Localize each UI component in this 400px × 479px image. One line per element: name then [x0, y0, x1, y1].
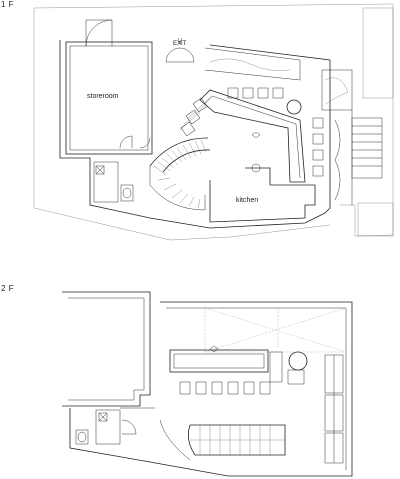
kitchen-wall	[209, 167, 316, 223]
entrance-steps	[351, 117, 383, 179]
exit-door	[165, 47, 195, 63]
bar-counter-edge	[204, 95, 301, 179]
stair-outer	[149, 137, 209, 167]
corridor-door	[119, 135, 133, 149]
stools-2f	[179, 381, 271, 395]
stair-lower	[149, 166, 206, 211]
corridor-door-2	[139, 137, 151, 149]
storeroom-wall	[65, 41, 153, 155]
round-column-2f	[288, 351, 308, 371]
toilet-sink	[95, 165, 105, 175]
site-boundary-1f-lower	[33, 8, 331, 241]
exit-arrow	[177, 37, 183, 45]
storeroom-inner	[69, 45, 149, 151]
outer-wall-1f	[59, 40, 331, 229]
neighbor-structure	[362, 7, 394, 99]
shelves-2f	[324, 354, 344, 464]
room-label-storeroom: storeroom	[87, 93, 119, 100]
floor-label-2f: 2 F	[1, 284, 15, 293]
back-shelf	[204, 47, 301, 81]
neighbor-box	[357, 202, 394, 237]
site-boundary-1f	[33, 3, 394, 237]
bar-counter	[199, 89, 306, 183]
bar-stools	[180, 87, 324, 177]
counter-2f	[169, 349, 269, 373]
counter-end	[269, 351, 283, 383]
room-label-kitchen: kitchen	[236, 197, 259, 204]
void-diagonals	[204, 307, 347, 353]
lounge-wave	[334, 119, 341, 201]
void-wall	[62, 291, 151, 407]
toilet-door-2f	[121, 419, 137, 435]
counter-marker	[209, 345, 219, 353]
floor-plan-1f	[33, 3, 394, 241]
toilet-bowl-2f	[75, 429, 89, 445]
void-inner	[68, 297, 145, 401]
outer-wall-2f	[69, 301, 353, 477]
floor-label-1f: 1 F	[1, 0, 15, 9]
bar-marker	[251, 131, 261, 139]
toilet-room	[93, 161, 119, 203]
room-label-exit: EXIT	[173, 41, 187, 47]
round-column	[286, 99, 302, 115]
toilet-room-2f	[95, 409, 121, 445]
stair-inner	[162, 149, 211, 173]
floor-plan-2f	[62, 291, 353, 477]
lounge-box	[321, 69, 353, 111]
toilet-bowl	[120, 184, 134, 202]
